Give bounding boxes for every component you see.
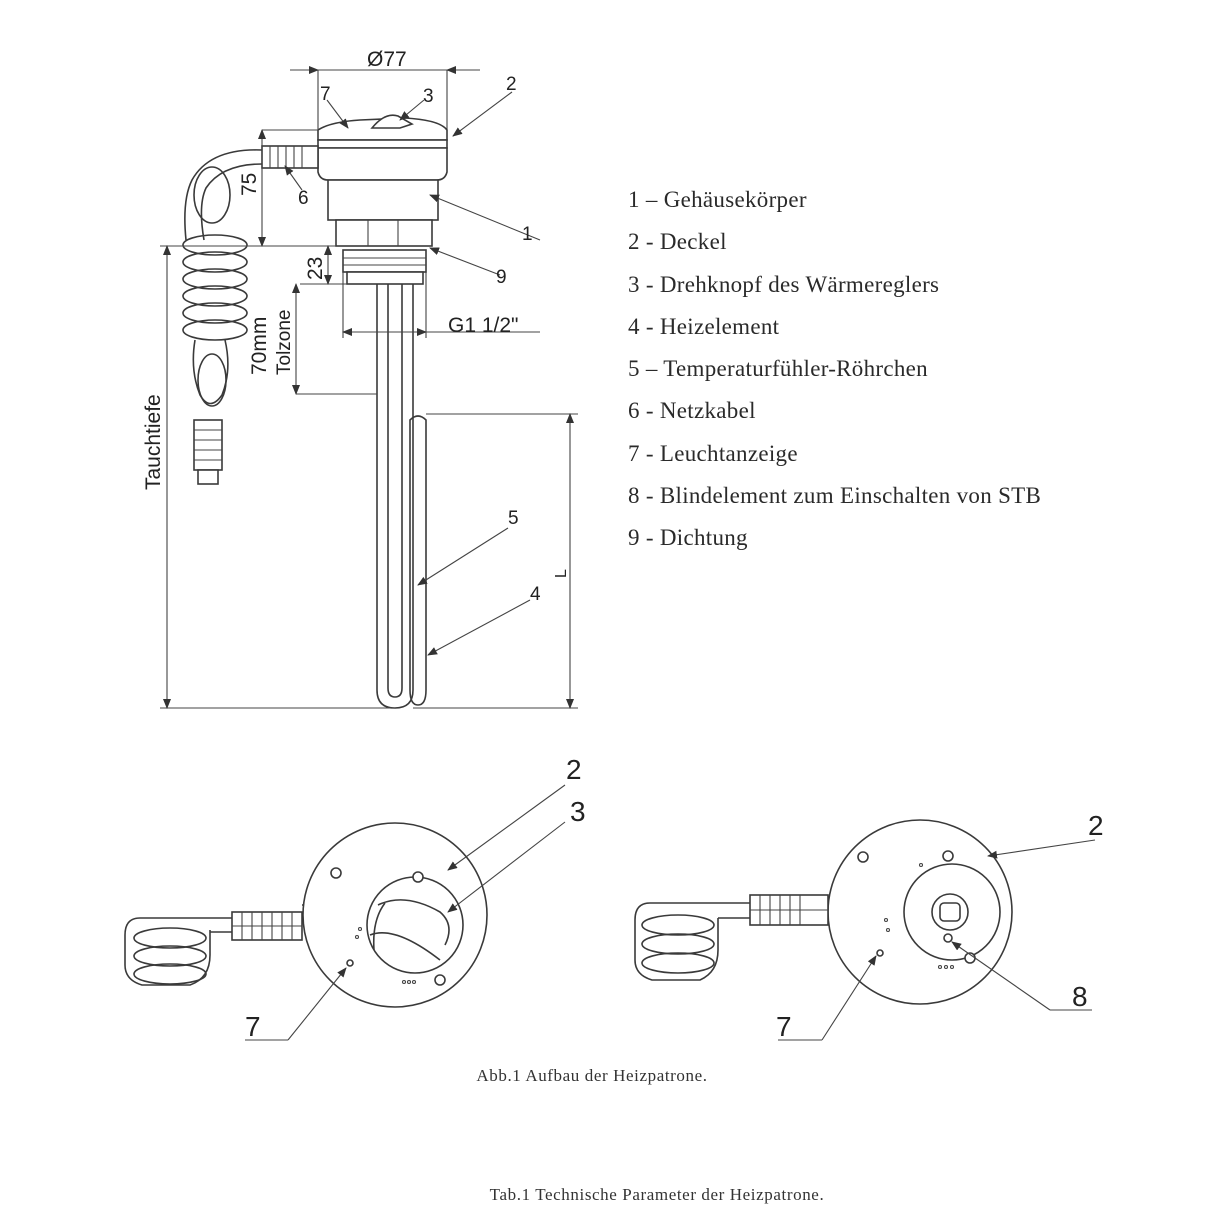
cold-zone-label: Tolzone xyxy=(274,310,295,376)
height-thread-label: 23 xyxy=(304,257,327,280)
legend-item: 9 - Dichtung xyxy=(628,525,748,551)
legend-item: 1 – Gehäusekörper xyxy=(628,187,807,212)
top-view-right: 2 8 7 xyxy=(634,810,1104,1042)
legend-item: 6 - Netzkabel xyxy=(628,398,756,424)
legend-item: 2 - Deckel xyxy=(628,229,727,255)
diameter-label: Ø77 xyxy=(367,48,407,71)
left-callout-7: 7 xyxy=(245,1011,261,1042)
callout-5: 5 xyxy=(508,508,519,529)
legend-item: 3 - Drehknopf des Wärmereglers xyxy=(628,271,940,297)
cable-coil xyxy=(182,234,248,341)
length-label: L xyxy=(553,569,570,578)
callout-1: 1 xyxy=(522,224,533,245)
legend-item: 7 - Leuchtanzeige xyxy=(628,440,798,466)
parts-legend: 1 – Gehäusekörper 2 - Deckel 3 - Drehkno… xyxy=(628,182,1041,563)
right-callout-2: 2 xyxy=(1088,810,1104,841)
right-callout-7: 7 xyxy=(776,1011,792,1042)
table-caption: Tab.1 Technische Parameter der Heizpatro… xyxy=(489,1185,825,1204)
left-callout-2: 2 xyxy=(566,754,582,785)
thread-label: G1 1/2" xyxy=(448,314,519,337)
top-view-left: 2 3 7 xyxy=(124,754,586,1042)
callout-3: 3 xyxy=(423,86,434,107)
side-view: Ø77 xyxy=(142,48,578,709)
callout-7: 7 xyxy=(320,84,331,105)
callout-9: 9 xyxy=(496,267,507,288)
callout-6: 6 xyxy=(298,188,309,209)
legend-item: 8 - Blindelement zum Einschalten von STB xyxy=(628,483,1042,509)
legend-item: 4 - Heizelement xyxy=(628,313,780,339)
left-callout-3: 3 xyxy=(570,796,586,827)
callout-2: 2 xyxy=(506,74,517,95)
height-top-label: 75 xyxy=(238,173,261,196)
figure-caption: Abb.1 Aufbau der Heizpatrone. xyxy=(476,1066,708,1085)
callout-4: 4 xyxy=(530,584,541,605)
immersion-depth-label: Tauchtiefe xyxy=(142,394,165,490)
right-callout-8: 8 xyxy=(1072,981,1088,1012)
cold-zone-length: 70mm xyxy=(248,317,271,375)
legend-item: 5 – Temperaturfühler-Röhrchen xyxy=(628,356,928,382)
